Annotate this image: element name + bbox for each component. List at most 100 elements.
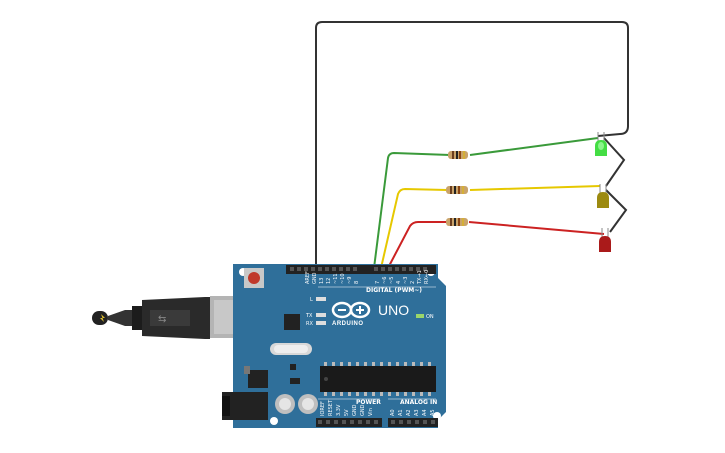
svg-text:ON: ON xyxy=(426,314,434,320)
chip-pins xyxy=(324,362,431,396)
pin-hole[interactable] xyxy=(431,420,435,424)
pin-label: GND xyxy=(312,272,318,284)
pin-hole[interactable] xyxy=(374,420,378,424)
pin-label: TX→1 xyxy=(417,270,423,285)
yellow-wire[interactable] xyxy=(380,185,601,269)
atmega-chip xyxy=(320,366,436,392)
bottom-pin-holes xyxy=(318,420,435,424)
pin-hole[interactable] xyxy=(374,267,378,271)
pin-hole[interactable] xyxy=(391,420,395,424)
pin-label: RESET xyxy=(328,399,334,416)
pin-label: ~10 xyxy=(340,273,346,284)
arduino-logo-icon xyxy=(331,301,371,319)
power-header[interactable] xyxy=(316,418,382,427)
pin-hole[interactable] xyxy=(388,267,392,271)
pin-hole[interactable] xyxy=(332,267,336,271)
reset-button[interactable] xyxy=(244,268,264,288)
pin-hole[interactable] xyxy=(416,267,420,271)
pin-hole[interactable] xyxy=(297,267,301,271)
pin-label: A1 xyxy=(398,409,404,416)
led-red[interactable] xyxy=(599,228,611,252)
pin-label: 4 xyxy=(396,281,402,284)
small-component xyxy=(290,378,300,384)
red-wire[interactable] xyxy=(387,221,605,269)
pin-hole[interactable] xyxy=(346,267,350,271)
pin-hole[interactable] xyxy=(381,267,385,271)
onboard-led-tx: TX xyxy=(305,313,326,319)
pin-label: 8 xyxy=(354,281,360,284)
pin-hole[interactable] xyxy=(407,420,411,424)
pin-hole[interactable] xyxy=(366,420,370,424)
ground-wire[interactable] xyxy=(315,21,629,268)
board-model-text: UNO xyxy=(378,302,409,318)
pin-label: ~5 xyxy=(389,277,395,284)
pin-hole[interactable] xyxy=(290,267,294,271)
analog-label: ANALOG IN xyxy=(400,399,437,406)
pin-label: Vin xyxy=(368,408,374,416)
small-component xyxy=(290,364,296,370)
mounting-hole xyxy=(270,417,278,425)
wires xyxy=(315,21,629,269)
voltage-regulator xyxy=(244,366,268,388)
pin-label: GND xyxy=(360,404,366,416)
pin-hole[interactable] xyxy=(402,267,406,271)
pin-label: ~11 xyxy=(333,273,339,284)
pin-hole[interactable] xyxy=(318,267,322,271)
pin-label: ~6 xyxy=(382,277,388,284)
svg-text:RX: RX xyxy=(306,321,313,327)
usb-cable[interactable]: ⇆ xyxy=(92,297,210,339)
pin-label: GND xyxy=(352,404,358,416)
pin-label: 2 xyxy=(410,281,416,284)
digital-header[interactable] xyxy=(286,265,436,274)
crystal-oscillator xyxy=(270,343,312,355)
brand-text: ARDUINO xyxy=(332,321,364,327)
pin-label: 7 xyxy=(375,281,381,284)
pin-hole[interactable] xyxy=(342,420,346,424)
resistor-red[interactable] xyxy=(446,218,468,226)
resistor-yellow[interactable] xyxy=(446,186,468,194)
pin-hole[interactable] xyxy=(358,420,362,424)
pin-hole[interactable] xyxy=(304,267,308,271)
pin-hole[interactable] xyxy=(311,267,315,271)
pin-hole[interactable] xyxy=(409,267,413,271)
pin-label: A5 xyxy=(430,409,436,416)
ground-wire-led-link-2[interactable] xyxy=(605,189,628,233)
pin-hole[interactable] xyxy=(318,420,322,424)
pin-label: 3.3V xyxy=(336,404,342,416)
pin-label: IOREF xyxy=(320,401,326,416)
pin-hole[interactable] xyxy=(326,420,330,424)
pin-label: RX←0 xyxy=(424,270,430,284)
digital-pin-holes xyxy=(290,267,427,271)
pin-hole[interactable] xyxy=(334,420,338,424)
pin-hole[interactable] xyxy=(415,420,419,424)
ground-wire-led-link-1[interactable] xyxy=(603,137,626,187)
pin-hole[interactable] xyxy=(423,420,427,424)
pin-label: ~3 xyxy=(403,277,409,284)
led-yellow[interactable] xyxy=(597,184,609,208)
pin-hole[interactable] xyxy=(399,420,403,424)
onboard-led-rx: RX xyxy=(306,321,326,327)
led-green[interactable] xyxy=(595,132,607,156)
pin-hole[interactable] xyxy=(339,267,343,271)
usb-controller-chip xyxy=(284,314,300,330)
analog-header[interactable] xyxy=(388,418,438,427)
pin-hole[interactable] xyxy=(350,420,354,424)
pin-label: AREF xyxy=(305,271,311,284)
pin-hole[interactable] xyxy=(423,267,427,271)
pin-label: A0 xyxy=(390,409,396,416)
dc-power-jack[interactable] xyxy=(222,392,268,420)
pin-label: A4 xyxy=(422,409,428,416)
resistor-green[interactable] xyxy=(448,151,468,159)
pin-label: 13 xyxy=(319,278,325,284)
power-led: ON xyxy=(416,314,434,320)
green-wire[interactable] xyxy=(373,137,599,269)
pin-label: 12 xyxy=(326,278,332,284)
pin-hole[interactable] xyxy=(353,267,357,271)
pin-hole[interactable] xyxy=(325,267,329,271)
pin-hole[interactable] xyxy=(395,267,399,271)
